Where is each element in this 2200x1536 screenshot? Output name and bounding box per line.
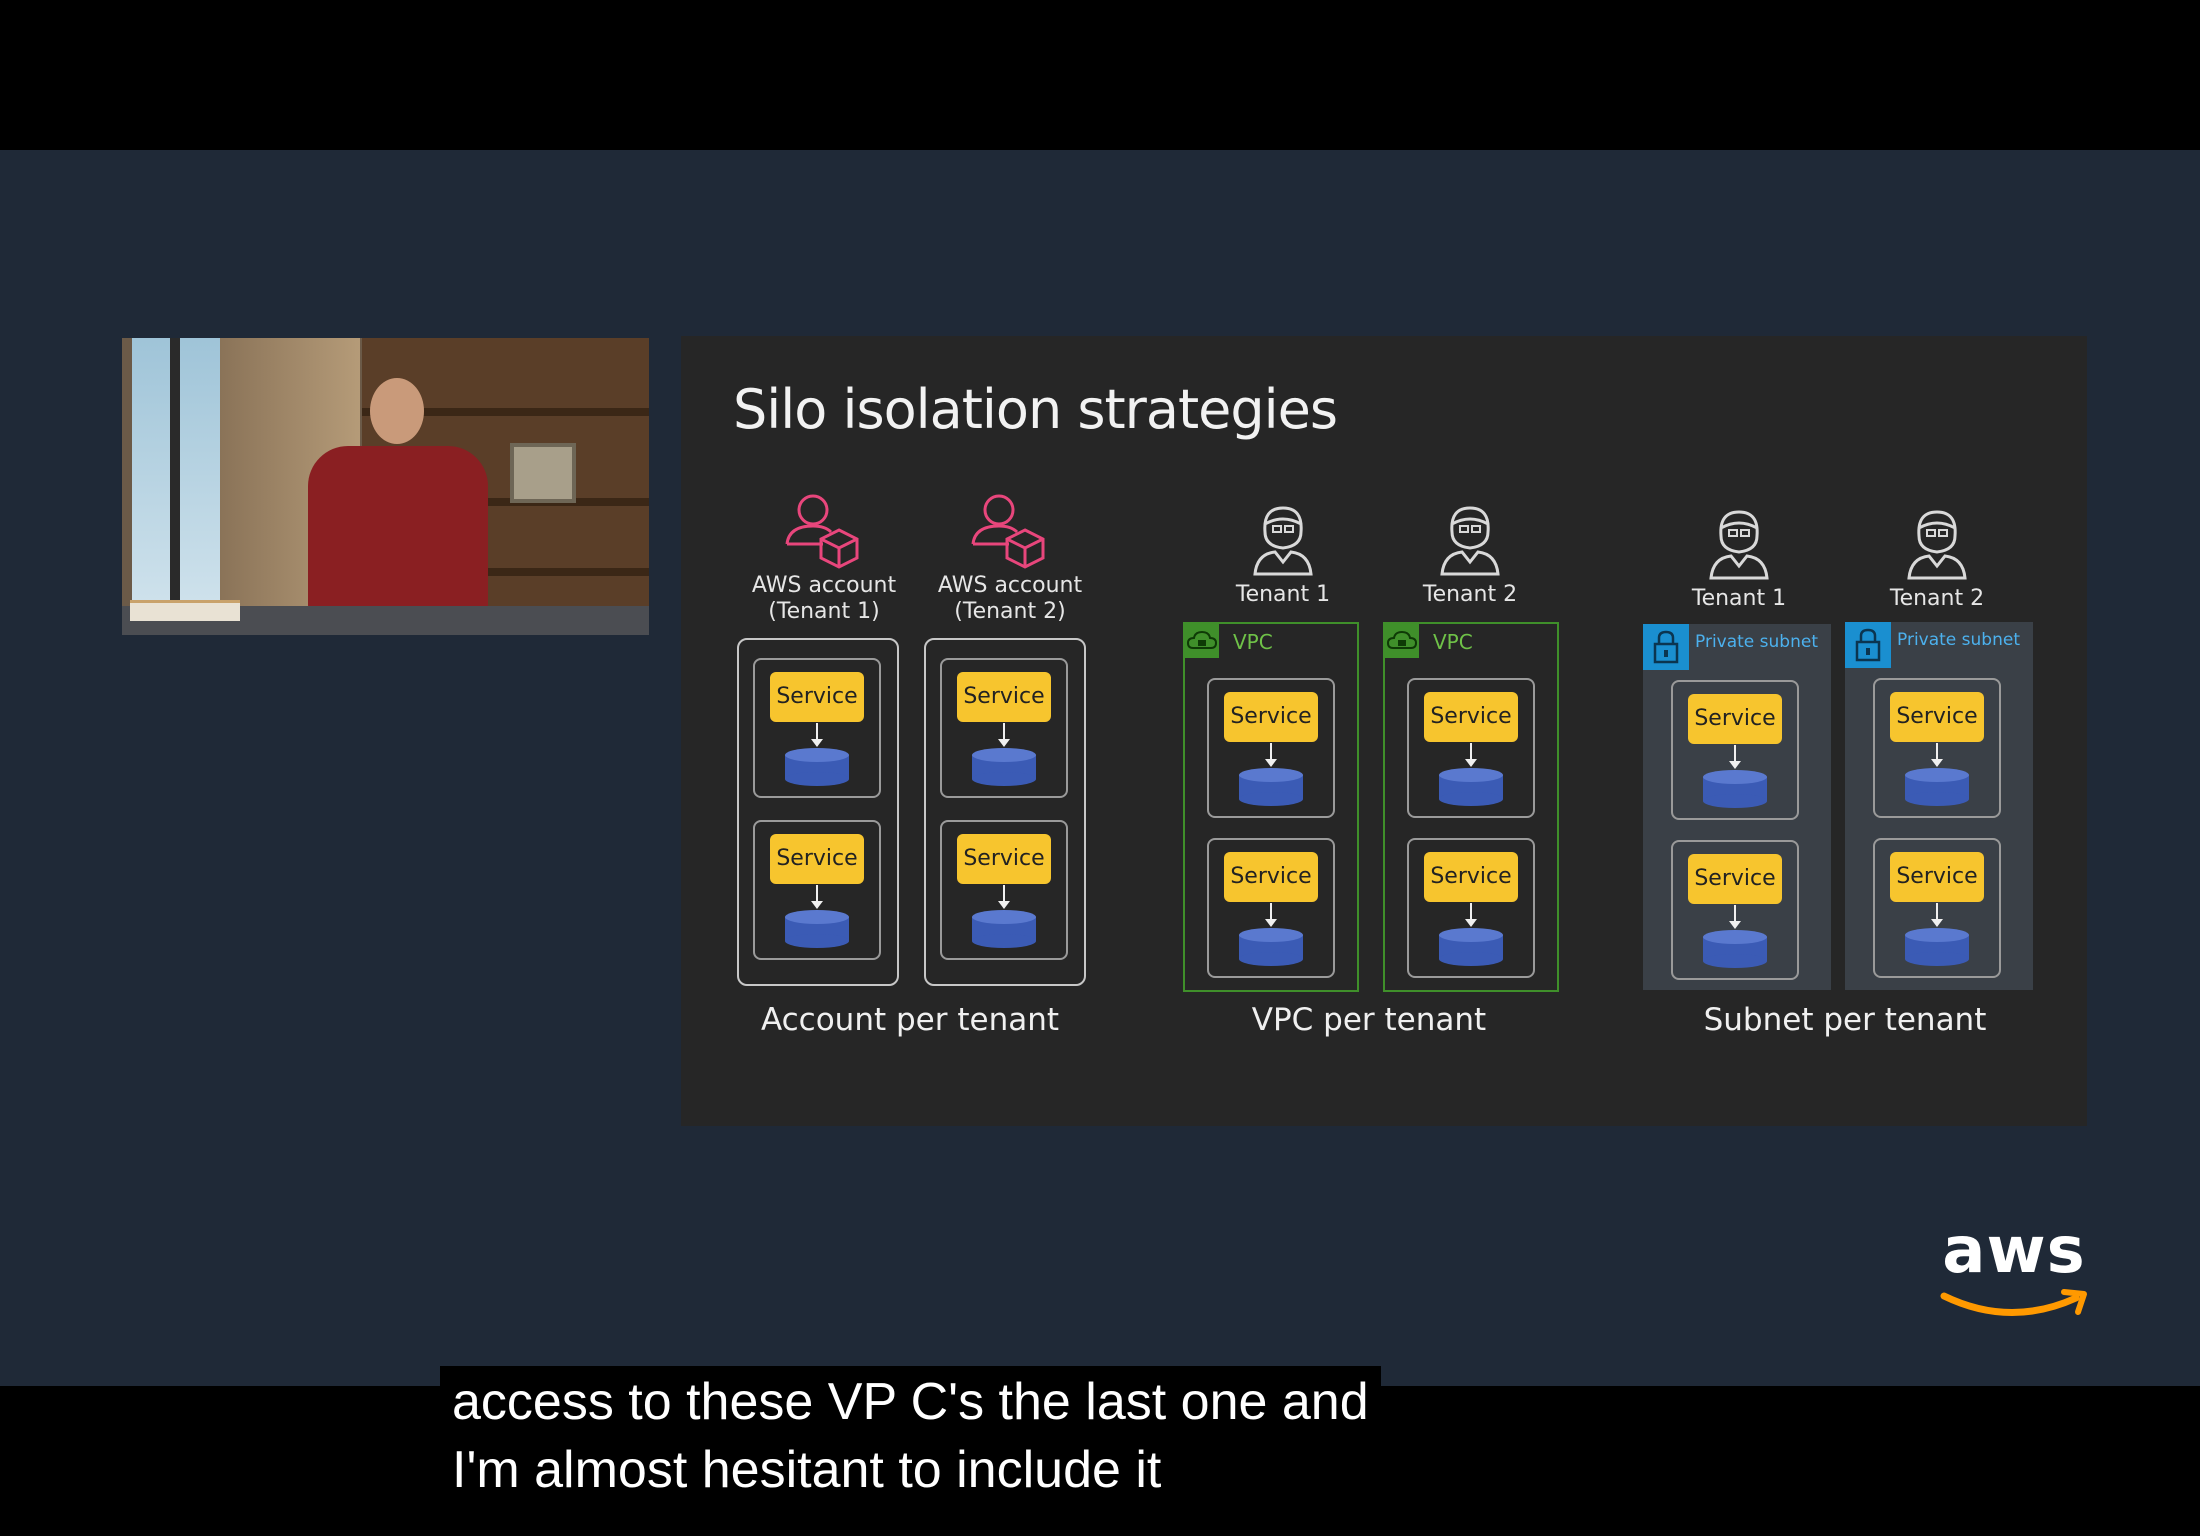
account-label-line2: (Tenant 2) <box>954 599 1066 624</box>
service-unit: Service <box>1207 838 1335 978</box>
service-box: Service <box>957 834 1051 884</box>
aws-logo-text: aws <box>1942 1214 2086 1288</box>
section-caption-vpc: VPC per tenant <box>1251 1002 1487 1038</box>
tenant-label: Tenant 1 <box>1691 586 1787 611</box>
tenant-label: Tenant 2 <box>1889 586 1985 611</box>
presenter-video-feed <box>122 338 649 635</box>
arrow-icon <box>1465 743 1477 767</box>
account-label-line2: (Tenant 1) <box>768 599 880 624</box>
account-icon <box>971 494 1045 569</box>
database-icon <box>1905 768 1969 806</box>
private-subnet-label: Private subnet <box>1897 630 2020 650</box>
service-box: Service <box>1688 694 1782 744</box>
presentation-slide: Silo isolation strategies AWS account (T… <box>681 336 2087 1126</box>
account-label-line1: AWS account <box>937 573 1083 598</box>
database-icon <box>1439 768 1503 806</box>
database-icon <box>785 910 849 948</box>
lock-icon <box>1845 622 1891 668</box>
private-subnet-label: Private subnet <box>1695 632 1818 652</box>
account-label-line1: AWS account <box>751 573 897 598</box>
caption-line-1: access to these VP C's the last one and <box>452 1373 1369 1431</box>
vpc-cloud-icon <box>1385 624 1419 658</box>
service-unit: Service <box>1407 678 1535 818</box>
service-box: Service <box>770 672 864 722</box>
database-icon <box>972 910 1036 948</box>
arrow-icon <box>1265 743 1277 767</box>
service-box: Service <box>1224 852 1318 902</box>
service-unit: Service <box>1671 840 1799 980</box>
vpc-container: VPC Service Service <box>1183 622 1359 992</box>
arrow-icon <box>811 885 823 909</box>
retro-computer-image <box>510 443 576 503</box>
database-icon <box>1439 928 1503 966</box>
database-icon <box>1905 928 1969 966</box>
window-image <box>132 338 220 608</box>
letterbox-top <box>0 0 2200 150</box>
database-icon <box>1239 928 1303 966</box>
service-box: Service <box>1890 692 1984 742</box>
service-unit: Service <box>1407 838 1535 978</box>
section-caption-subnet: Subnet per tenant <box>1703 1002 1987 1038</box>
tenant-label: Tenant 2 <box>1422 582 1518 607</box>
database-icon <box>1703 930 1767 968</box>
service-box: Service <box>1688 854 1782 904</box>
slide-title: Silo isolation strategies <box>733 378 1338 441</box>
presenter-head-image <box>370 378 424 444</box>
caption-line-2: I'm almost hesitant to include it <box>452 1441 1162 1499</box>
arrow-icon <box>998 723 1010 747</box>
database-icon <box>1703 770 1767 808</box>
account-label-tenant-1: AWS account (Tenant 1) <box>745 573 903 625</box>
books-image <box>130 600 240 621</box>
account-icon <box>785 494 859 569</box>
service-box: Service <box>1890 852 1984 902</box>
account-label-tenant-2: AWS account (Tenant 2) <box>931 573 1089 625</box>
lock-icon <box>1643 624 1689 670</box>
database-icon <box>785 748 849 786</box>
aws-logo: aws <box>1934 1216 2094 1326</box>
arrow-icon <box>1729 905 1741 929</box>
service-box: Service <box>957 672 1051 722</box>
private-subnet-container: Private subnet Service Service <box>1643 624 1831 990</box>
vpc-container: VPC Service Service <box>1383 622 1559 992</box>
presenter-image <box>308 446 488 611</box>
service-unit: Service <box>1207 678 1335 818</box>
vpc-label: VPC <box>1433 630 1473 654</box>
tenant-icon <box>1709 510 1769 580</box>
account-container: Service Service <box>737 638 899 986</box>
service-unit: Service <box>1873 678 2001 818</box>
section-caption-account: Account per tenant <box>760 1002 1060 1038</box>
tenant-icon <box>1440 506 1500 576</box>
arrow-icon <box>1931 903 1943 927</box>
service-box: Service <box>770 834 864 884</box>
database-icon <box>1239 768 1303 806</box>
service-box: Service <box>1424 852 1518 902</box>
tenant-label: Tenant 1 <box>1235 582 1331 607</box>
arrow-icon <box>1729 745 1741 769</box>
arrow-icon <box>998 885 1010 909</box>
vpc-label: VPC <box>1233 630 1273 654</box>
service-unit: Service <box>753 658 881 798</box>
service-unit: Service <box>753 820 881 960</box>
service-unit: Service <box>1873 838 2001 978</box>
service-box: Service <box>1424 692 1518 742</box>
service-box: Service <box>1224 692 1318 742</box>
arrow-icon <box>1465 903 1477 927</box>
service-unit: Service <box>1671 680 1799 820</box>
service-unit: Service <box>940 820 1068 960</box>
service-unit: Service <box>940 658 1068 798</box>
database-icon <box>972 748 1036 786</box>
aws-smile-icon <box>1940 1289 2087 1316</box>
arrow-icon <box>1931 743 1943 767</box>
private-subnet-container: Private subnet Service Service <box>1845 622 2033 990</box>
account-container: Service Service <box>924 638 1086 986</box>
vpc-cloud-icon <box>1185 624 1219 658</box>
arrow-icon <box>811 723 823 747</box>
tenant-icon <box>1907 510 1967 580</box>
closed-caption: access to these VP C's the last one and … <box>440 1366 1381 1504</box>
arrow-icon <box>1265 903 1277 927</box>
tenant-icon <box>1253 506 1313 576</box>
